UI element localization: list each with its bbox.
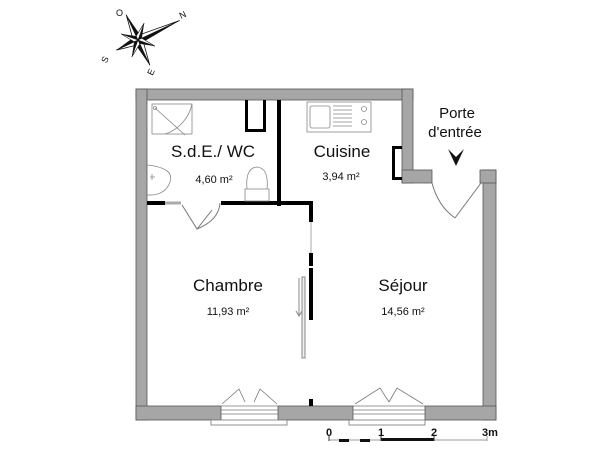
entrance-label-line2: d'entrée <box>428 124 482 141</box>
entrance-label-line1: Porte <box>439 105 475 122</box>
sink-icon <box>146 164 172 196</box>
entrance-arrow-icon <box>448 149 464 166</box>
bathroom-door <box>165 201 221 230</box>
shower-icon <box>151 103 193 136</box>
exterior-walls <box>135 88 497 421</box>
room-area-cuisine: 3,94 m² <box>322 171 360 183</box>
kitchen-counter-icon <box>306 101 372 133</box>
compass-south: S <box>99 55 111 65</box>
room-name-sde-wc: S.d.E./ WC <box>171 142 255 161</box>
compass-rose-icon <box>116 14 180 66</box>
room-name-sejour: Séjour <box>378 276 427 295</box>
room-name-chambre: Chambre <box>193 276 263 295</box>
window-sejour <box>348 387 426 426</box>
interior-partitions <box>147 100 402 406</box>
room-area-chambre: 11,93 m² <box>207 306 250 318</box>
scale-tick-3: 3m <box>482 427 498 439</box>
room-area-sejour: 14,56 m² <box>381 306 425 318</box>
entrance-door <box>431 182 482 219</box>
scale-bar: 0 1 2 3m <box>326 427 498 442</box>
room-name-cuisine: Cuisine <box>314 142 371 161</box>
toilet-icon <box>244 166 270 202</box>
window-chambre <box>210 388 288 426</box>
scale-tick-0: 0 <box>326 427 332 439</box>
scale-tick-1: 1 <box>378 427 384 439</box>
scale-tick-2: 2 <box>431 427 437 439</box>
sliding-door <box>295 222 312 359</box>
compass-north: N <box>178 9 188 21</box>
compass-east: E <box>145 67 157 77</box>
compass-west: O <box>116 8 123 18</box>
room-area-sde-wc: 4,60 m² <box>195 174 233 186</box>
